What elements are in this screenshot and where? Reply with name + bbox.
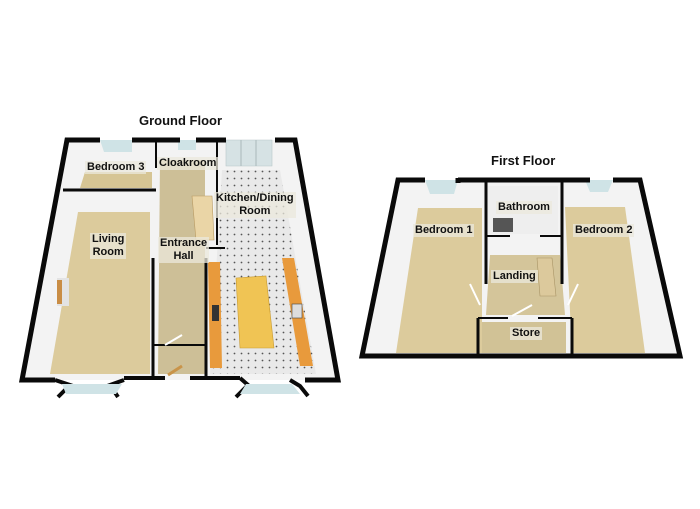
room-label-bedroom-2: Bedroom 2 — [573, 224, 635, 237]
ground-floor-title: Ground Floor — [139, 113, 223, 128]
ground-floor-plan — [18, 137, 341, 399]
room-label-entrance-hall: Entrance Hall — [158, 237, 210, 263]
first-floor-title: First Floor — [491, 153, 556, 168]
room-label-bedroom-1: Bedroom 1 — [413, 224, 475, 237]
outer-wall-left — [18, 137, 100, 383]
window — [178, 140, 196, 150]
room-label-landing: Landing — [491, 270, 538, 283]
patio-doors — [225, 139, 273, 167]
window — [240, 384, 300, 394]
kitchen-island — [235, 275, 275, 349]
entrance-hall-floor — [158, 160, 205, 374]
shower — [493, 218, 513, 232]
room-label-bedroom-3: Bedroom 3 — [85, 161, 147, 174]
first-floor-stairs — [536, 257, 557, 297]
bay-window-kitchen — [288, 378, 310, 398]
room-label-line: Room — [239, 205, 271, 217]
room-label-living-room: Living Room — [90, 233, 127, 259]
room-label-kitchen-dining: Kitchen/Dining Room — [214, 192, 296, 218]
bedroom-1-floor — [396, 208, 482, 353]
door — [469, 283, 481, 306]
room-label-line: Hall — [173, 250, 194, 262]
window — [100, 140, 132, 152]
room-label-bathroom: Bathroom — [496, 201, 552, 214]
bedroom-2-floor — [565, 207, 645, 353]
window — [62, 384, 122, 394]
room-label-line: Entrance — [160, 237, 208, 249]
first-floor-outer-wall — [358, 177, 684, 359]
room-label-cloakroom: Cloakroom — [157, 157, 219, 170]
door — [567, 283, 579, 306]
window — [585, 180, 613, 192]
sink — [212, 305, 219, 321]
room-label-store: Store — [510, 327, 543, 340]
fireplace-mantel — [57, 280, 62, 304]
window — [425, 180, 458, 194]
ground-floor-stairs — [191, 195, 215, 241]
kitchen-floor — [210, 170, 316, 374]
room-label-line: Living — [92, 233, 125, 245]
room-label-line: Kitchen/Dining — [216, 192, 294, 204]
hob — [291, 303, 303, 319]
door — [511, 304, 533, 317]
outer-wall-right — [275, 137, 341, 383]
door — [164, 334, 183, 346]
bedroom-3-floor — [80, 172, 152, 188]
front-door — [167, 364, 183, 377]
room-label-line: Room — [92, 246, 124, 258]
